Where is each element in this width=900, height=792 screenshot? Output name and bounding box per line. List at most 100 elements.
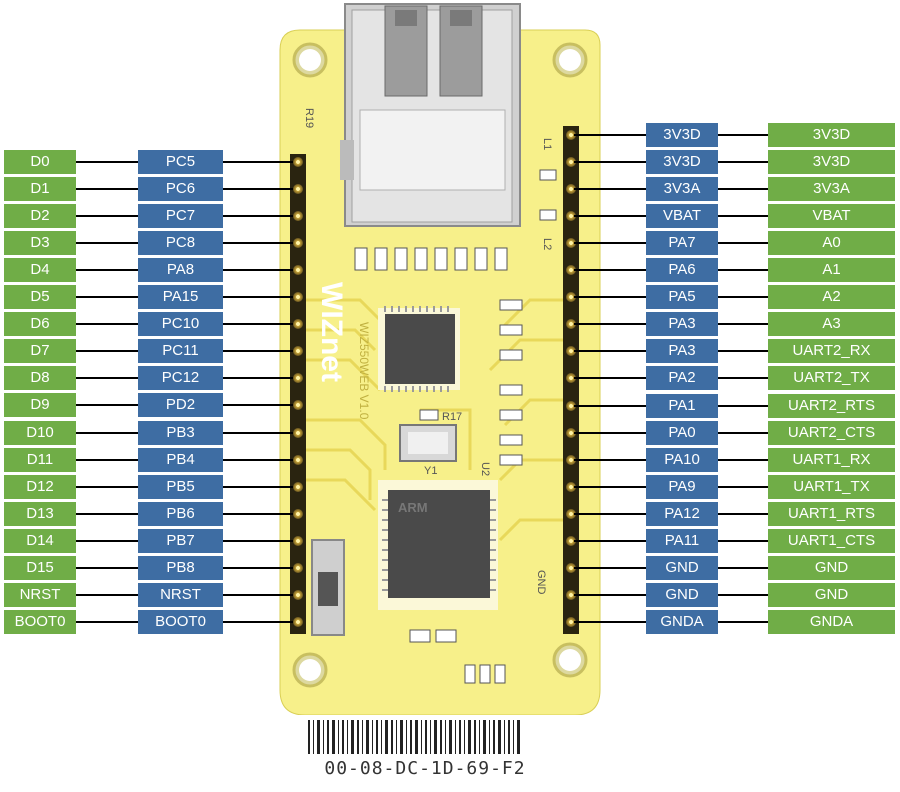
crystal [399,424,457,462]
mcu-pin-label: VBAT [646,204,718,229]
header-pin [566,211,576,222]
signal-label: GND [768,555,895,580]
connection-wire [76,431,138,434]
mcu-pin-label: PB7 [138,528,223,553]
header-pin [293,211,303,222]
connection-wire [574,620,646,623]
connection-wire [718,161,768,164]
header-pin [566,319,576,330]
connection-wire [574,566,646,569]
header-pin [293,427,303,438]
mcu-pin-label: PC12 [138,366,223,391]
connection-wire [718,593,768,596]
mcu-pin-label: PC11 [138,339,223,364]
mcu-pin-label: PC6 [138,177,223,202]
connection-wire [718,539,768,542]
mcu-pin-label: PA0 [646,420,718,445]
mcu-pin-label: GNDA [646,609,718,634]
header-pin [293,265,303,276]
mounting-holes [292,42,588,688]
mcu-pin-label: PB5 [138,474,223,499]
connection-wire [718,323,768,326]
mcu-pin-label: GND [646,555,718,580]
connection-wire [574,350,646,353]
signal-label: A3 [768,312,895,337]
header-pin [566,427,576,438]
connection-wire [718,242,768,245]
mcu-pin-label: PC8 [138,231,223,256]
connection-wire [718,566,768,569]
connection-wire [574,296,646,299]
connection-wire [76,566,138,569]
signal-label: D12 [4,474,76,499]
signal-label: D3 [4,231,76,256]
connection-wire [718,134,768,136]
connection-wire [718,458,768,461]
mcu-pin-label: GND [646,582,718,607]
mcu-pin-label: 3V3D [646,150,718,175]
header-pin [566,157,576,168]
mcu-pin-label: PC7 [138,204,223,229]
signal-label: VBAT [768,204,895,229]
signal-label: D0 [4,150,76,174]
connection-wire [574,431,646,434]
connection-wire [76,296,138,299]
connection-wire [574,323,646,326]
connection-wire [574,512,646,515]
header-pin [293,238,303,249]
header-pin [566,292,576,303]
silk-u2: U2 [479,462,491,476]
silk-y1: Y1 [424,465,437,477]
mcu-pin-label: PA15 [138,285,223,310]
header-pin [293,319,303,330]
signal-label: A1 [768,258,895,283]
mcu-pin-label: PA5 [646,285,718,310]
rj45-jack [340,3,521,227]
mcu-pin-label: PA3 [646,312,718,337]
header-pin [566,535,576,546]
signal-label: 3V3A [768,177,895,202]
mcu-pin-label: PA12 [646,501,718,526]
connection-wire [76,539,138,542]
signal-label: D15 [4,555,76,580]
connection-wire [76,512,138,515]
mcu-pin-label: PA11 [646,528,718,553]
silk-l2: L2 [541,238,553,250]
header-pin [293,508,303,519]
connection-wire [76,620,138,623]
signal-label: A0 [768,231,895,256]
mcu-pin-label: PA6 [646,258,718,283]
header-pin [566,400,576,411]
connection-wire [574,593,646,596]
mcu-pin-label: PB3 [138,420,223,445]
connection-wire [223,512,298,515]
connection-wire [223,620,298,623]
connection-wire [223,593,298,596]
header-pin [566,184,576,195]
connection-wire [76,593,138,596]
mcu-chip [378,480,498,610]
signal-label: UART1_TX [768,474,895,499]
mcu-pin-label: PA10 [646,447,718,472]
connection-wire [574,134,646,136]
connection-wire [574,188,646,191]
signal-label: D10 [4,420,76,445]
header-pin [293,562,303,573]
connection-wire [223,269,298,272]
connection-wire [223,323,298,326]
signal-label: D6 [4,312,76,337]
signal-label: D14 [4,528,76,553]
header-pin [566,562,576,573]
header-pin [566,589,576,600]
smd-components [354,169,557,684]
signal-label: 3V3D [768,123,895,147]
connection-wire [76,458,138,461]
signal-label: D9 [4,393,76,418]
silk-gnd: GND [535,570,547,595]
header-pin [293,481,303,492]
mcu-pin-label: PA1 [646,393,718,418]
header-pin [566,130,576,140]
connection-wire [574,458,646,461]
mcu-pin-label: PA8 [138,258,223,283]
